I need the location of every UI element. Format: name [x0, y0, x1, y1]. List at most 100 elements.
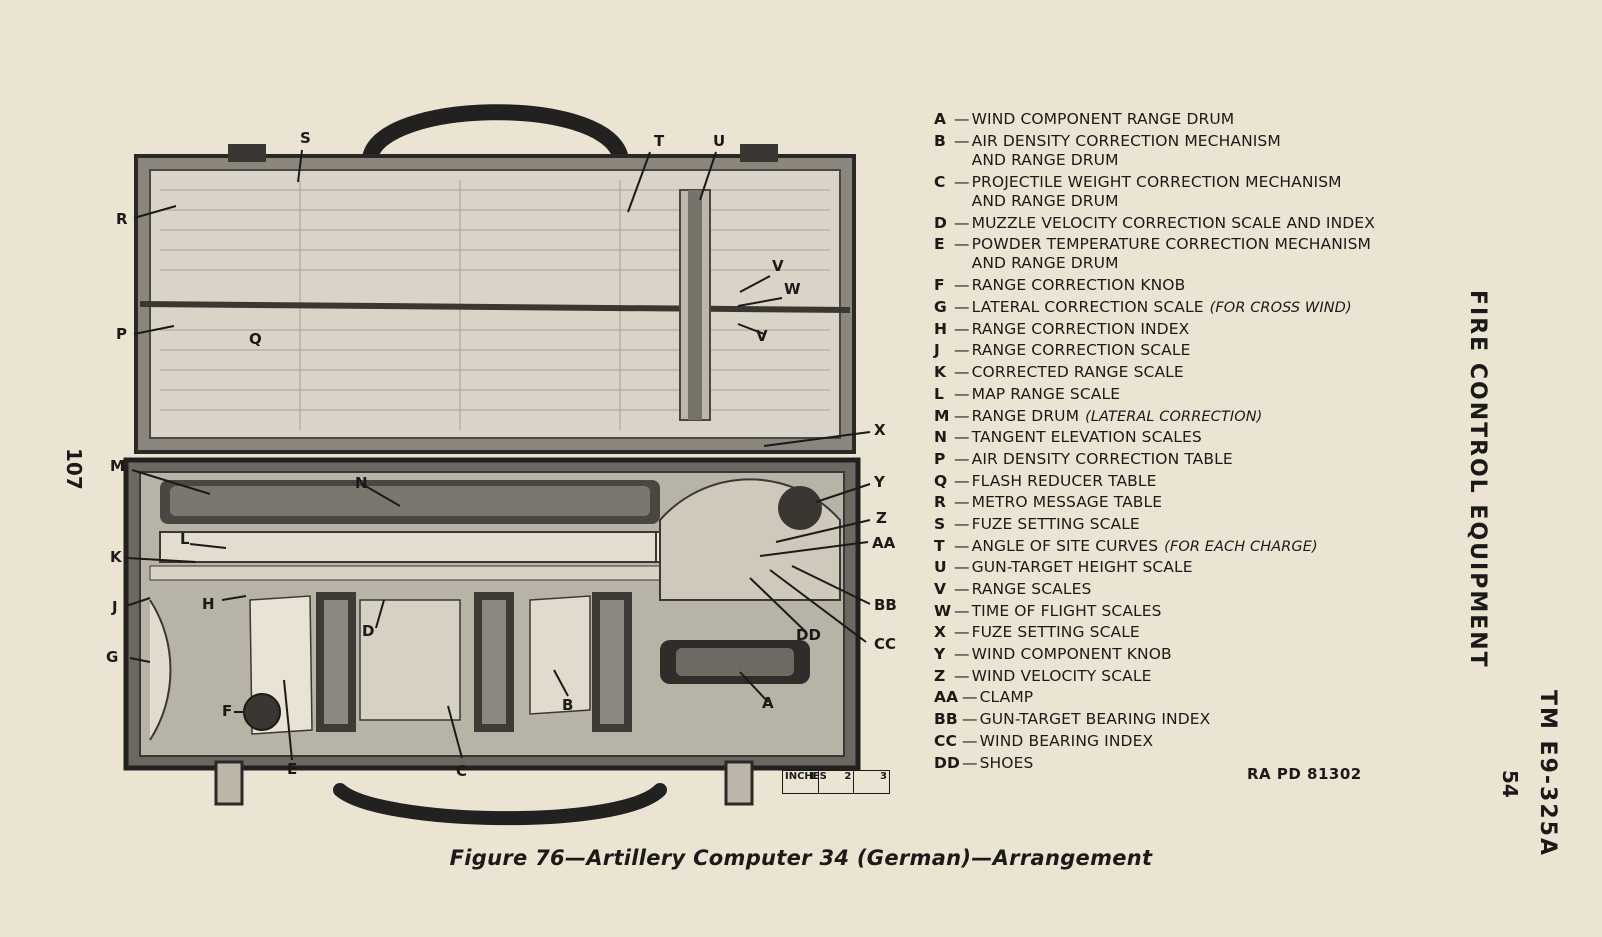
- range-correction-knob: [243, 693, 281, 731]
- legend-key: V: [934, 580, 947, 598]
- legend-text: METRO MESSAGE TABLE: [972, 493, 1163, 512]
- callout-m: M: [110, 457, 125, 475]
- correction-drum-c: [474, 592, 514, 732]
- callout-cc: CC: [874, 635, 897, 653]
- legend-key: CC: [934, 731, 957, 750]
- callout-g: G: [106, 648, 119, 666]
- legend-key: Y: [934, 645, 946, 664]
- legend-key: DD: [934, 753, 960, 772]
- legend-dash: —: [954, 449, 970, 468]
- case-handle-top: [362, 104, 628, 166]
- lateral-correction-arc: [149, 599, 172, 741]
- legend-line: RANGE CORRECTION KNOB: [971, 276, 1186, 295]
- tangent-elevation-drum: [160, 480, 660, 524]
- legend-key: Q: [934, 471, 948, 490]
- legend-key: Z: [934, 666, 946, 685]
- callout-z: Z: [876, 509, 887, 527]
- callout-x: X: [874, 421, 886, 439]
- legend-text: LATERAL CORRECTION SCALE(FOR CROSS WIND): [972, 298, 1352, 318]
- legend-text: RANGE DRUM(LATERAL CORRECTION): [972, 407, 1263, 427]
- callout-aa: AA: [872, 534, 896, 552]
- legend-item-c: C—PROJECTILE WEIGHT CORRECTION MECHANISM…: [934, 173, 1474, 214]
- legend-item-f: F—RANGE CORRECTION KNOB: [934, 276, 1474, 298]
- legend-line: RANGE SCALES: [971, 580, 1092, 598]
- legend-text: RANGE CORRECTION INDEX: [972, 320, 1190, 339]
- legend-item-aa: AA—CLAMP: [934, 688, 1474, 710]
- lid-tables: [160, 180, 830, 430]
- legend-item-h: H—RANGE CORRECTION INDEX: [934, 320, 1474, 342]
- legend-key: P: [934, 449, 946, 468]
- callout-y: Y: [874, 473, 885, 491]
- callout-k: K: [110, 548, 122, 566]
- legend-line: WIND BEARING INDEX: [979, 731, 1154, 750]
- legend-dash: —: [954, 235, 970, 254]
- legend-text: SHOES: [980, 754, 1034, 773]
- legend-item-j: J—RANGE CORRECTION SCALE: [934, 341, 1474, 363]
- callout-s: S: [300, 129, 311, 147]
- legend-key: J: [934, 341, 940, 360]
- legend-line: MAP RANGE SCALE: [971, 384, 1121, 403]
- legend-line: MUZZLE VELOCITY CORRECTION SCALE AND IND…: [971, 213, 1375, 232]
- legend-text: FUZE SETTING SCALE: [972, 515, 1140, 534]
- figure-caption: Figure 76—Artillery Computer 34 (German)…: [449, 846, 1153, 870]
- legend-dash: —: [954, 298, 970, 317]
- legend-key: L: [934, 384, 944, 403]
- correction-drum-e: [316, 592, 356, 732]
- legend-key: K: [934, 363, 947, 382]
- legend-line: POWDER TEMPERATURE CORRECTION MECHANISM: [971, 235, 1371, 254]
- callout-q: Q: [249, 330, 262, 348]
- legend-text: MAP RANGE SCALE: [972, 385, 1121, 404]
- legend-text: AIR DENSITY CORRECTION TABLE: [972, 450, 1233, 469]
- callout-h: H: [202, 595, 215, 613]
- callout-f: F: [222, 702, 233, 720]
- legend-line: WIND COMPONENT KNOB: [971, 645, 1172, 664]
- legend-dash: —: [954, 493, 970, 512]
- legend-text: RANGE CORRECTION KNOB: [972, 276, 1186, 295]
- legend-text: TIME OF FLIGHT SCALES: [972, 602, 1162, 621]
- legend-item-cc: CC—WIND BEARING INDEX: [934, 732, 1474, 754]
- legend-dash: —: [954, 363, 970, 382]
- legend-dash: —: [954, 131, 970, 150]
- legend-text: FUZE SETTING SCALE: [972, 623, 1140, 642]
- legend-line: METRO MESSAGE TABLE: [971, 493, 1163, 512]
- legend-dash: —: [962, 688, 978, 707]
- legend-item-y: Y—WIND COMPONENT KNOB: [934, 645, 1474, 667]
- legend-item-s: S—FUZE SETTING SCALE: [934, 515, 1474, 537]
- legend-dash: —: [954, 384, 970, 403]
- legend-line: AND RANGE DRUM: [971, 254, 1119, 273]
- legend-key: U: [934, 558, 947, 577]
- legend-item-r: R—METRO MESSAGE TABLE: [934, 493, 1474, 515]
- section-title: FIRE CONTROL EQUIPMENT: [1465, 290, 1490, 669]
- legend-dash: —: [954, 406, 970, 425]
- legend-text: CORRECTED RANGE SCALE: [972, 363, 1184, 382]
- callout-n: N: [355, 474, 368, 492]
- legend-key: S: [934, 514, 946, 533]
- legend-line: TANGENT ELEVATION SCALES: [971, 428, 1202, 447]
- callout-u: U: [713, 132, 726, 150]
- legend-text: TANGENT ELEVATION SCALES: [972, 428, 1202, 447]
- legend-item-l: L —MAP RANGE SCALE: [934, 385, 1474, 407]
- legend-item-k: K —CORRECTED RANGE SCALE: [934, 363, 1474, 385]
- legend-line: AND RANGE DRUM: [971, 150, 1119, 169]
- legend-text: RANGE CORRECTION SCALE: [972, 341, 1191, 360]
- callout-bb: BB: [874, 596, 897, 614]
- scale-seg-2: 2: [819, 771, 855, 793]
- legend-dash: —: [954, 172, 970, 191]
- legend-key: T: [934, 536, 945, 555]
- legend-key: M: [934, 406, 950, 425]
- wind-component-drum: [660, 640, 810, 684]
- legend-text: CLAMP: [980, 688, 1034, 707]
- legend-item-u: U—GUN-TARGET HEIGHT SCALE: [934, 558, 1474, 580]
- corrected-range-bar: [159, 531, 661, 563]
- legend-line: AIR DENSITY CORRECTION TABLE: [971, 449, 1233, 468]
- lid-height-scale: [679, 189, 711, 421]
- legend-text: WIND VELOCITY SCALE: [972, 667, 1152, 686]
- callout-a: A: [762, 694, 774, 712]
- legend-dash: —: [962, 753, 978, 772]
- legend-item-dd: DD—SHOES: [934, 754, 1474, 776]
- legend-item-bb: BB—GUN-TARGET BEARING INDEX: [934, 710, 1474, 732]
- scale-seg-3: 3: [880, 771, 888, 782]
